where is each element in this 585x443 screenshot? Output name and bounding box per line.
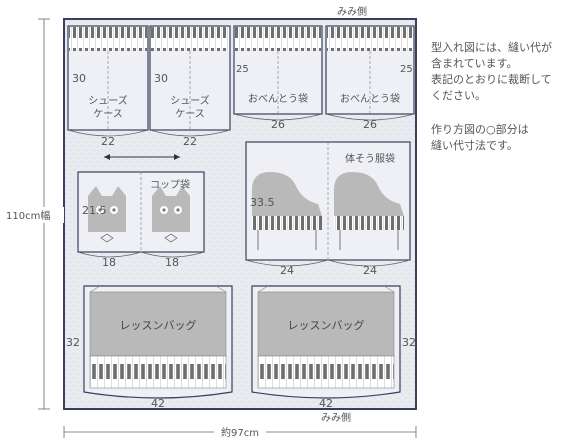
shoe-left-side-dim: 30 — [72, 72, 86, 85]
grain-arrow — [104, 154, 180, 160]
lesson-left-side-dim: 32 — [66, 336, 80, 349]
lunch-left-side-dim: 25 — [236, 64, 249, 75]
cat-icon — [88, 186, 126, 243]
lunch-right-bottom-dim: 26 — [363, 118, 377, 131]
shoe-right-name-line2: ケース — [175, 108, 205, 120]
cup-side-dim: 21.5 — [82, 204, 107, 217]
shoe-case-left-piece — [67, 25, 149, 137]
shoe-left-name-line2: ケース — [93, 108, 123, 120]
cat-icon — [152, 186, 190, 243]
note-line: 縫い代寸法です。 — [431, 139, 518, 152]
grand-piano-icon — [252, 172, 322, 250]
selvage-bottom-label: みみ側 — [321, 411, 351, 424]
gym-side-dim: 33.5 — [250, 196, 275, 209]
lesson-right-bottom-dim: 42 — [319, 397, 333, 410]
selvage-top-label: みみ側 — [337, 5, 367, 18]
lesson-right-side-dim: 32 — [402, 336, 416, 349]
note-line: 表記のとおりに裁断して — [431, 73, 552, 86]
shoe-right-bottom-dim: 22 — [183, 135, 197, 148]
shoe-case-right-piece — [149, 25, 231, 137]
width-label: 約97cm — [221, 426, 259, 439]
shoe-left-bottom-dim: 22 — [101, 135, 115, 148]
lesson-bag-right-piece — [251, 285, 401, 399]
note-line: 型入れ図には、縫い代が — [431, 41, 552, 54]
note-line: ください。 — [431, 89, 486, 102]
height-label: 110cm幅 — [6, 209, 50, 222]
lunch-left-name: おべんとう袋 — [248, 92, 308, 105]
shoe-right-side-dim: 30 — [154, 72, 168, 85]
lesson-bag-left-piece — [83, 285, 233, 399]
cup-name: コップ袋 — [150, 178, 190, 191]
shoe-left-name-line1: シューズ — [88, 94, 128, 107]
note-line: 含まれています。 — [431, 57, 518, 70]
lunch-bag-right-piece — [325, 25, 415, 121]
gym-bottom-left-dim: 24 — [280, 264, 294, 277]
lunch-left-bottom-dim: 26 — [271, 118, 285, 131]
lesson-left-bottom-dim: 42 — [151, 397, 165, 410]
lesson-left-name: レッスンバッグ — [120, 318, 197, 332]
grand-piano-icon — [334, 172, 404, 250]
gym-bottom-right-dim: 24 — [363, 264, 377, 277]
gym-name: 体そう服袋 — [345, 152, 395, 165]
lunch-bag-left-piece — [233, 25, 323, 121]
cup-bottom-left-dim: 18 — [102, 256, 116, 269]
notes-block-allowance: 作り方図の○部分は 縫い代寸法です。 — [431, 122, 529, 154]
lunch-right-name: おべんとう袋 — [340, 92, 400, 105]
cup-bag-piece — [77, 171, 205, 258]
cup-bottom-right-dim: 18 — [165, 256, 179, 269]
lesson-right-name: レッスンバッグ — [288, 318, 365, 332]
shoe-right-name-line1: シューズ — [170, 94, 210, 107]
gym-bag-piece — [245, 141, 411, 267]
note-line: 作り方図の○部分は — [431, 123, 529, 136]
notes-block-seam: 型入れ図には、縫い代が 含まれています。 表記のとおりに裁断して ください。 — [431, 40, 552, 104]
lunch-right-side-dim: 25 — [400, 64, 413, 75]
